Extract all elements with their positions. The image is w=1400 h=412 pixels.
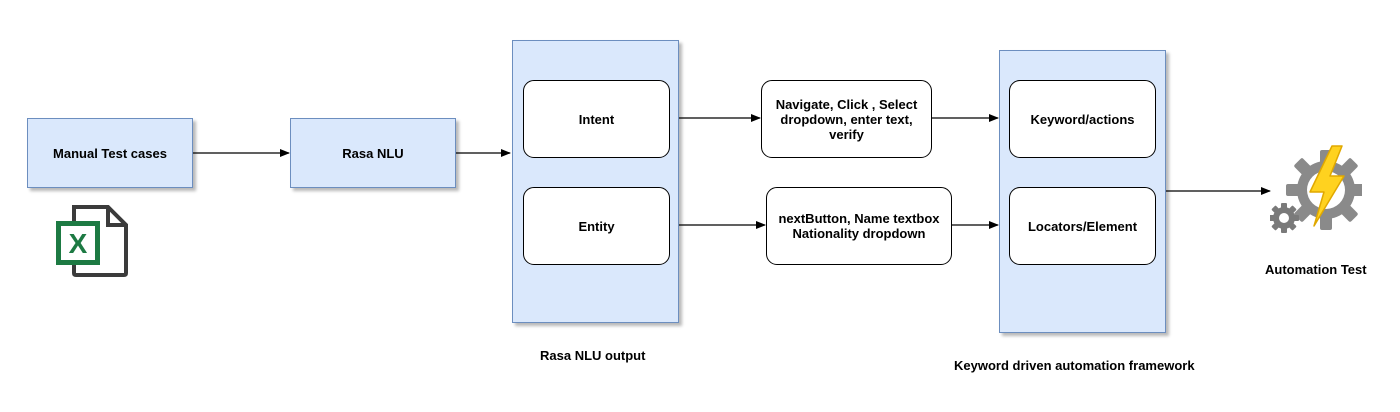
rasa-nlu-box: Rasa NLU (290, 118, 456, 188)
keyword-actions-box: Keyword/actions (1009, 80, 1156, 158)
framework-caption: Keyword driven automation framework (954, 358, 1195, 373)
intent-actions-label: Navigate, Click , Select dropdown, enter… (775, 96, 918, 142)
intent-label: Intent (578, 111, 615, 127)
entity-box: Entity (523, 187, 670, 265)
entity-elements-line2: Nationality dropdown (792, 226, 926, 241)
excel-file-icon: X (56, 205, 128, 277)
svg-text:X: X (69, 228, 88, 259)
rasa-nlu-label: Rasa NLU (342, 145, 404, 161)
keyword-actions-label: Keyword/actions (1030, 111, 1135, 127)
locators-element-label: Locators/Element (1027, 218, 1138, 234)
locators-element-box: Locators/Element (1009, 187, 1156, 265)
automation-test-caption: Automation Test (1265, 262, 1367, 277)
rasa-output-caption: Rasa NLU output (540, 348, 646, 363)
entity-elements-line1: nextButton, Name textbox (778, 211, 940, 226)
intent-actions-box: Navigate, Click , Select dropdown, enter… (761, 80, 932, 158)
intent-box: Intent (523, 80, 670, 158)
gear-lightning-icon (1270, 145, 1362, 233)
manual-test-cases-label: Manual Test cases (53, 145, 167, 161)
manual-test-cases-box: Manual Test cases (27, 118, 193, 188)
entity-label: Entity (578, 218, 615, 234)
entity-elements-box: nextButton, Name textbox Nationality dro… (766, 187, 952, 265)
